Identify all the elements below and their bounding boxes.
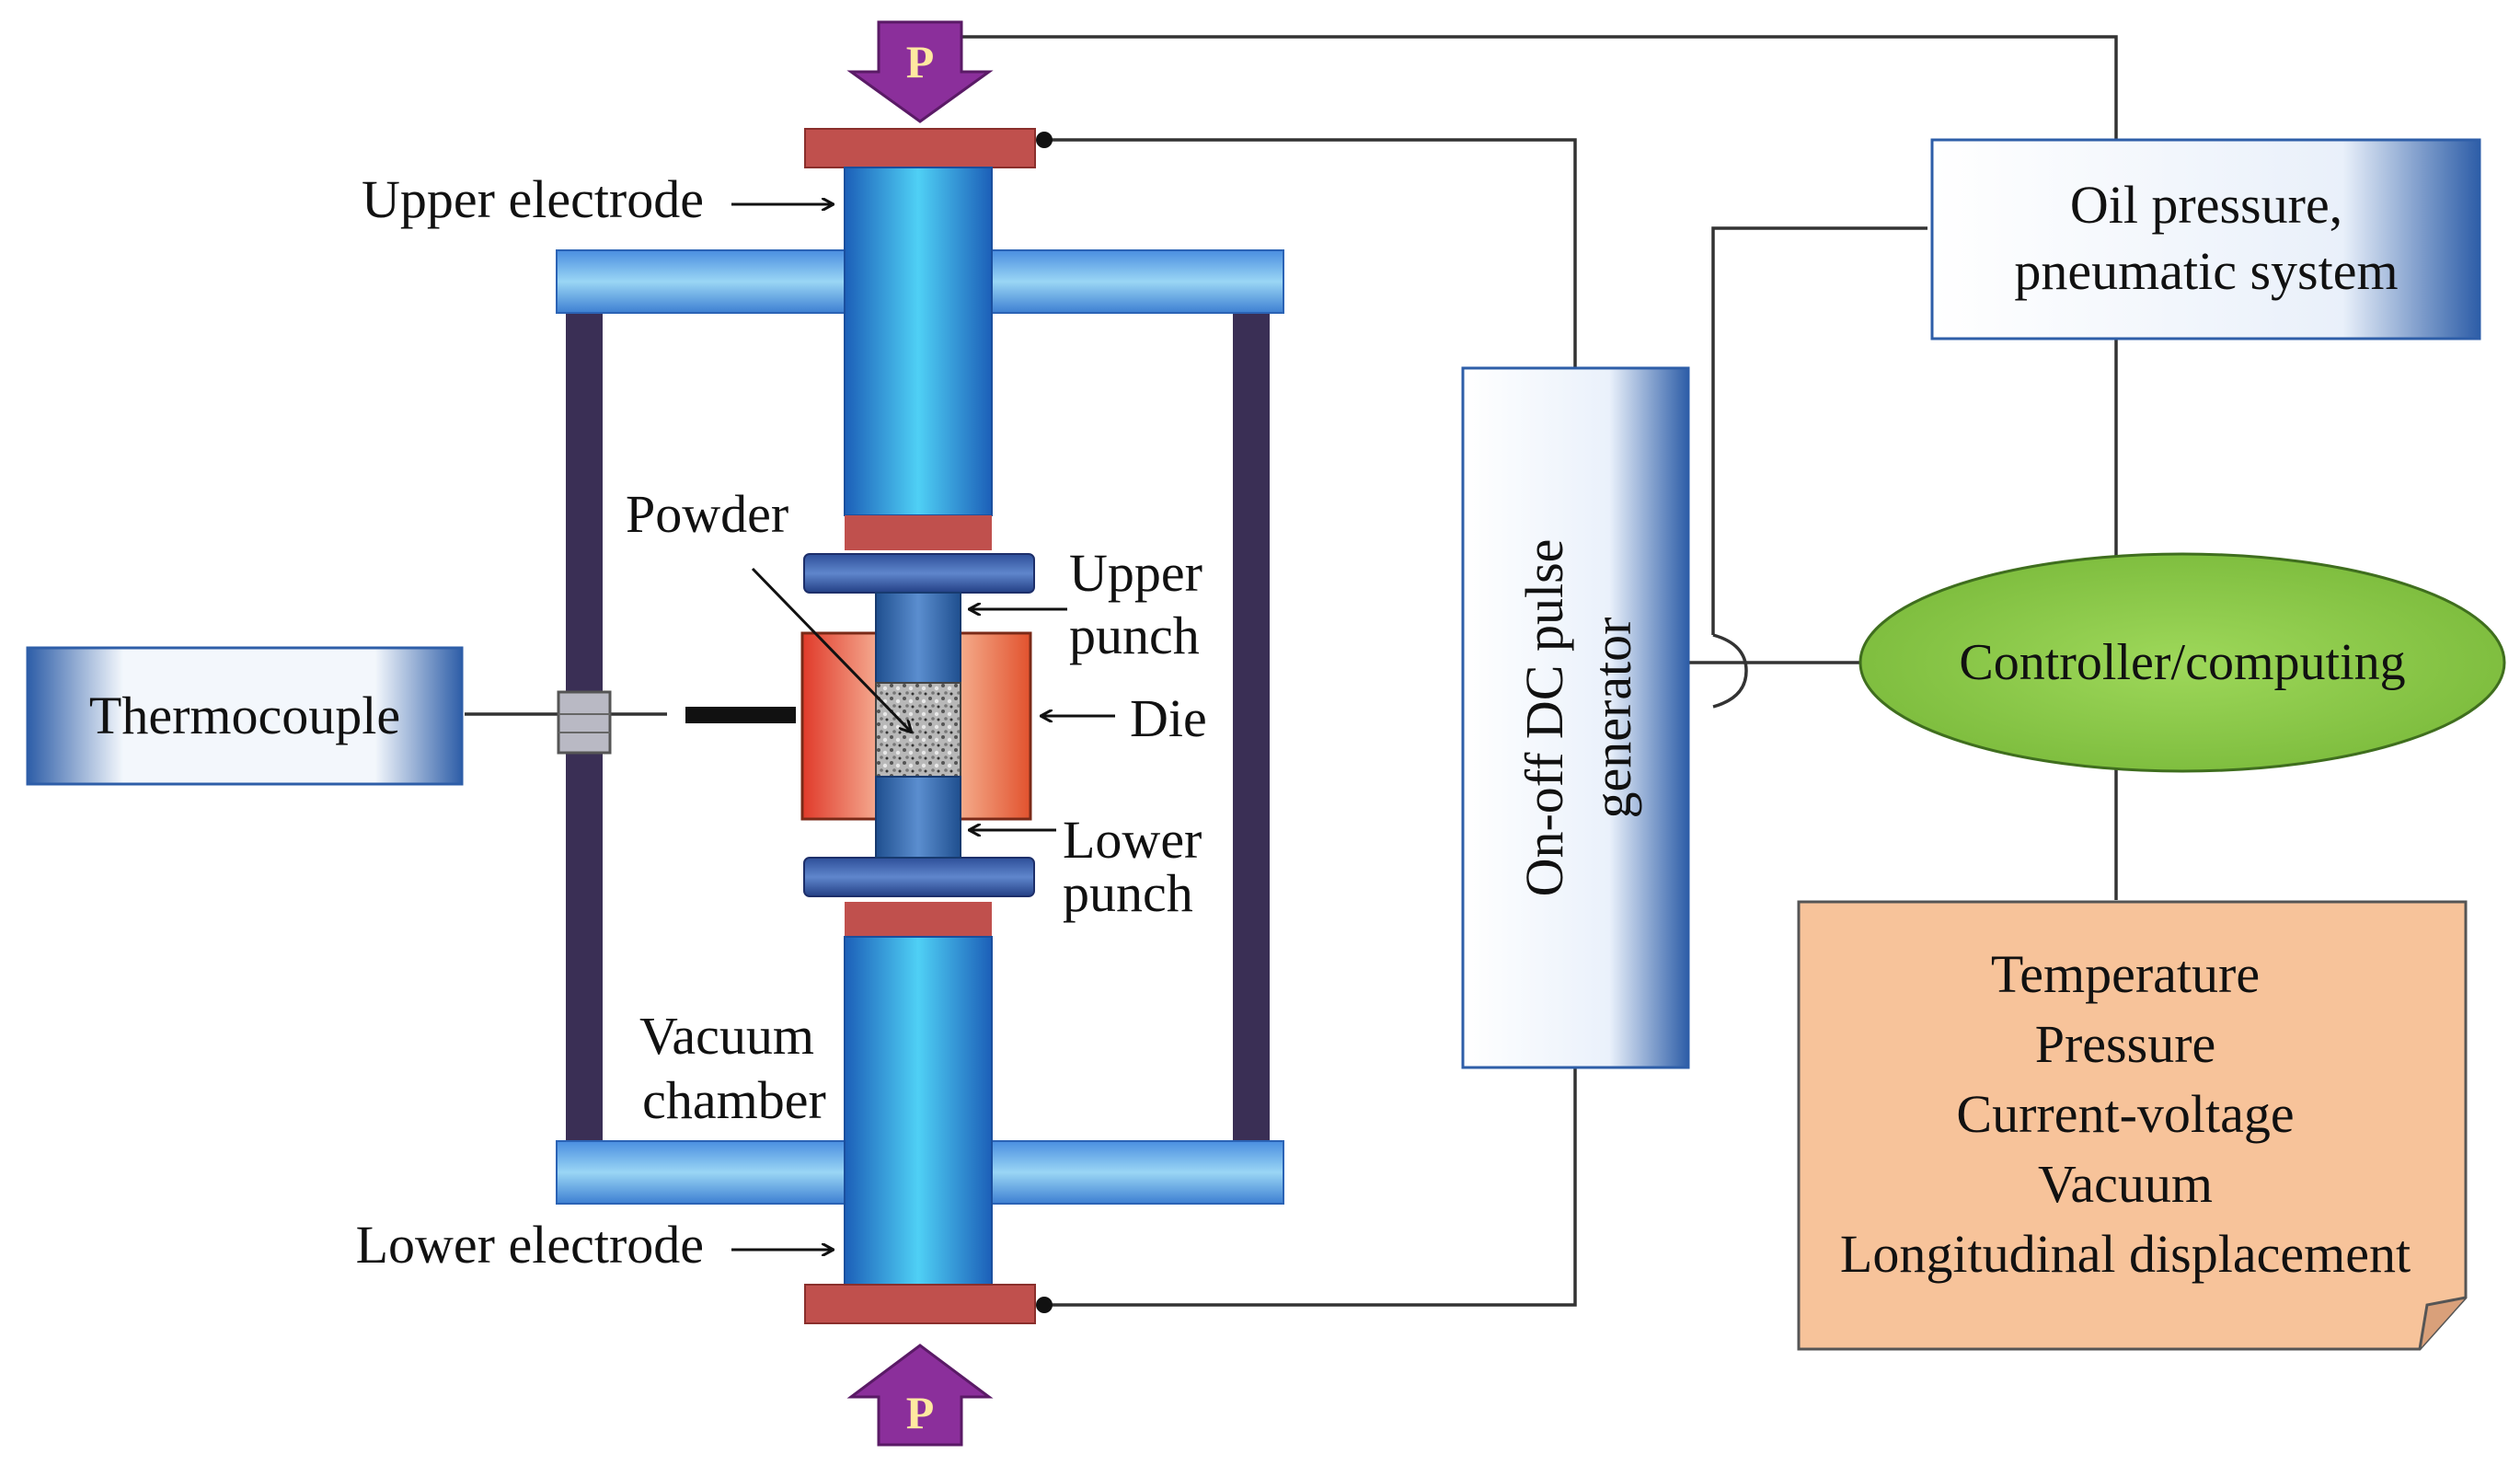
wire-lower-electrode (1049, 1067, 1577, 1307)
lower-electrode-cap (804, 1284, 1036, 1324)
pulse-generator-label-1: On-off DC pulse (1514, 539, 1574, 897)
terminal-lower (1036, 1297, 1053, 1313)
vacuum-chamber-label-1: Vacuum (639, 1006, 814, 1066)
measurement-item: Vacuum (2038, 1154, 2213, 1214)
wire-top-pressure (961, 35, 2118, 140)
vacuum-chamber-label-2: chamber (642, 1070, 826, 1130)
upper-electrode-base (845, 515, 992, 550)
lower-punch-flange (803, 857, 1035, 897)
pressure-bottom-label: P (906, 1387, 935, 1438)
arrow-powder (751, 567, 911, 732)
terminal-upper (1036, 132, 1053, 148)
wires (465, 35, 2118, 1307)
die-label: Die (1130, 688, 1207, 748)
pressure-arrow-bottom: P (846, 1344, 994, 1447)
electrode-stack (804, 128, 1036, 1324)
controller-node: Controller/computing (1858, 552, 2506, 773)
measurements-box: Temperature Pressure Current-voltage Vac… (1797, 900, 2468, 1351)
thermocouple-label: Thermocouple (89, 686, 400, 745)
chamber-right-wall (1233, 304, 1270, 1141)
pulse-generator-label-2: generator (1582, 617, 1642, 819)
pressure-top-label: P (906, 36, 935, 87)
powder-label: Powder (626, 484, 788, 544)
upper-electrode-cap (804, 128, 1036, 168)
oil-pressure-label-1: Oil pressure, (2070, 175, 2342, 235)
upper-punch-flange (803, 553, 1035, 594)
upper-electrode-label: Upper electrode (362, 169, 704, 229)
measurement-item: Pressure (2035, 1014, 2216, 1074)
measurement-item: Temperature (1991, 944, 2260, 1004)
lower-punch-label-1: Lower (1063, 810, 1202, 870)
lower-punch-label-2: punch (1063, 863, 1193, 923)
measurement-item: Longitudinal displacement (1840, 1224, 2411, 1284)
lower-electrode-label: Lower electrode (356, 1215, 704, 1275)
wire-crossover (1712, 633, 1748, 709)
leader-arrows (731, 204, 1115, 1250)
wire-upper-electrode (1049, 138, 1577, 368)
upper-punch-label-1: Upper (1069, 543, 1202, 603)
thermocouple-port (557, 690, 612, 755)
oil-pressure-box: Oil pressure, pneumatic system (1930, 138, 2481, 340)
controller-label: Controller/computing (1959, 634, 2405, 691)
measurement-item: Current-voltage (1956, 1084, 2294, 1144)
die-assembly (800, 553, 1035, 897)
powder (875, 682, 961, 778)
lower-punch (875, 776, 961, 859)
oil-pressure-label-2: pneumatic system (2014, 241, 2398, 301)
wire-bottom-pressure (1711, 226, 1927, 635)
thermocouple-box: Thermocouple (26, 646, 464, 786)
pressure-arrow-top: P (846, 20, 994, 123)
lower-electrode (844, 936, 993, 1286)
upper-electrode (844, 167, 993, 516)
upper-punch-label-2: punch (1069, 606, 1200, 665)
lower-electrode-top (845, 902, 992, 937)
thermocouple-probe (685, 707, 796, 723)
upper-punch (875, 592, 961, 684)
pulse-generator-box: On-off DC pulse generator (1461, 366, 1690, 1069)
